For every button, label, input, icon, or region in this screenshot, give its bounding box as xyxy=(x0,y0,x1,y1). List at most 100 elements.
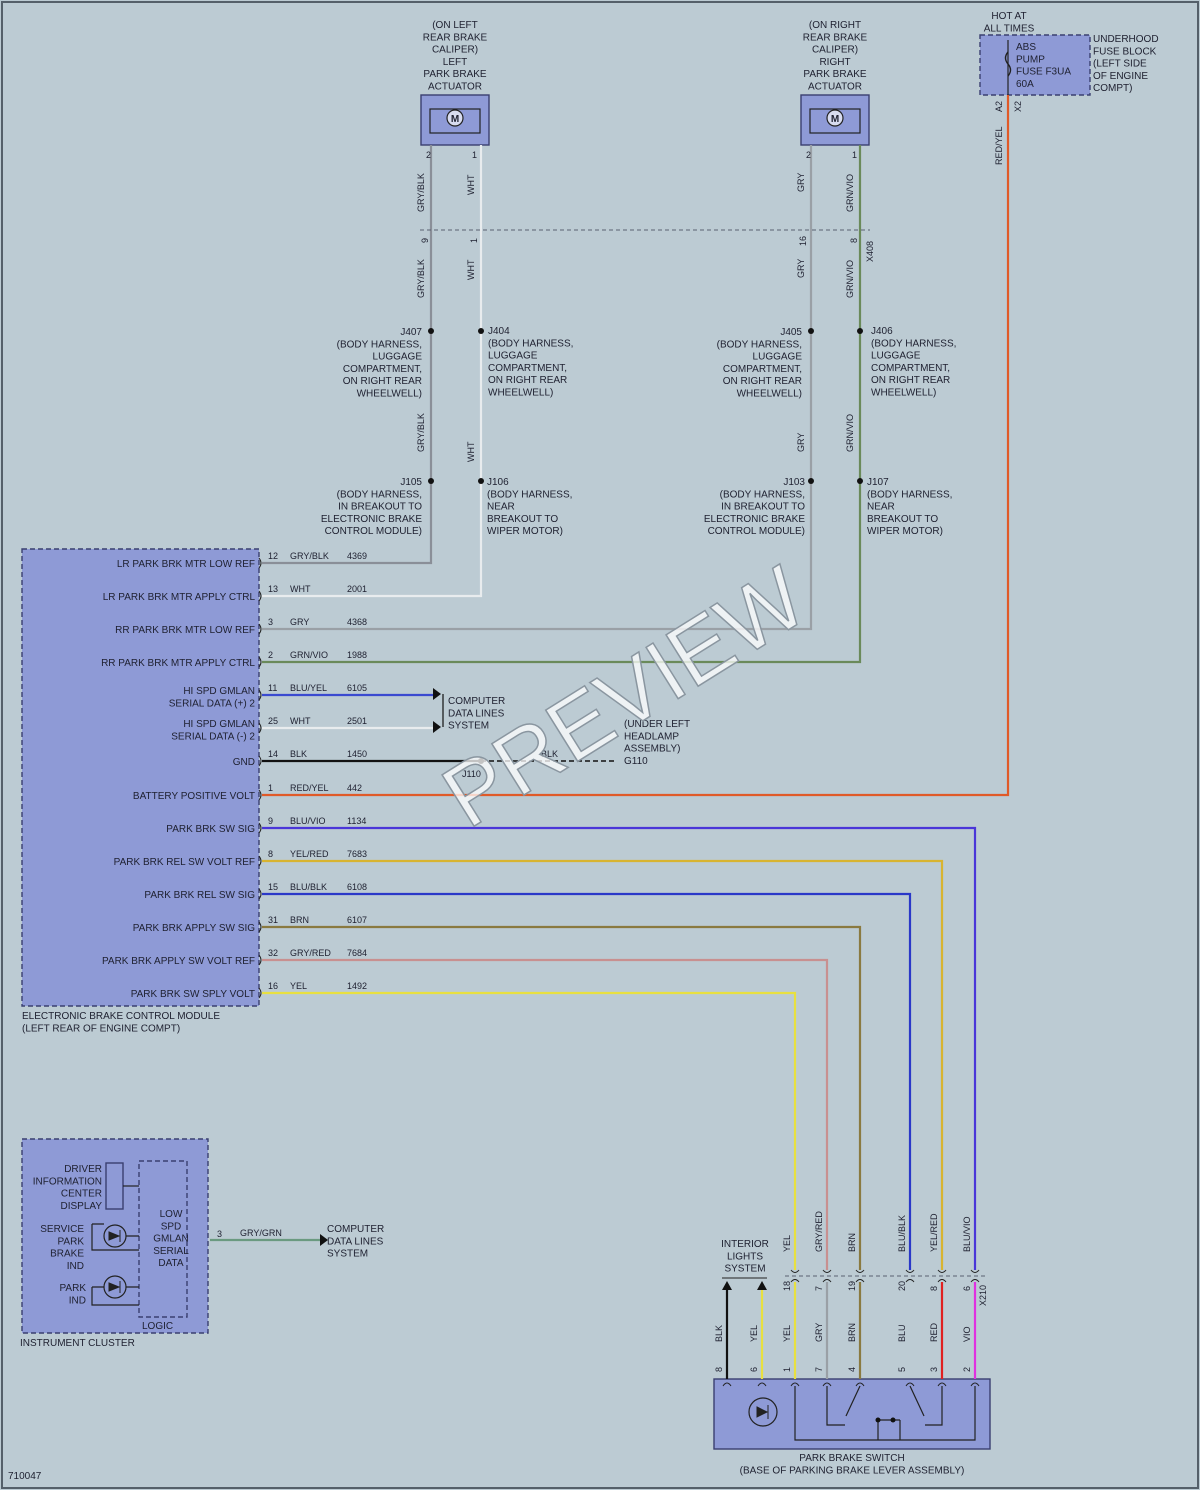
ebcm-row-label: BATTERY POSITIVE VOLT xyxy=(133,791,255,802)
label-line: REAR BRAKE xyxy=(423,32,488,43)
wire-yel-1492 xyxy=(262,991,797,1270)
wire-color-label: YEL xyxy=(749,1325,759,1342)
connector-bracket xyxy=(905,1269,915,1273)
ebcm-wire-color: GRY/RED xyxy=(290,948,331,958)
connector-bracket xyxy=(258,623,262,635)
label-line: CONTROL MODULE) xyxy=(708,526,805,537)
label-line: DATA LINES xyxy=(448,708,505,719)
label-line: RIGHT xyxy=(819,57,850,68)
label-line: PARK BRAKE SWITCH xyxy=(799,1453,904,1464)
label-line: SYSTEM xyxy=(724,1264,765,1275)
fuse-connector: X2 xyxy=(1013,101,1023,112)
connector-bracket xyxy=(722,1382,732,1387)
label-line: (BODY HARNESS, xyxy=(337,489,422,500)
pin-label: 5 xyxy=(897,1367,907,1372)
ebcm-row-label: RR PARK BRK MTR LOW REF xyxy=(115,625,255,636)
label-line: J107 xyxy=(867,477,889,488)
label-line: INFORMATION xyxy=(33,1176,102,1187)
ebcm-row-label: GND xyxy=(233,757,255,768)
ebcm-row-label: PARK BRK SW SIG xyxy=(166,824,255,835)
ebcm-wire-color: RED/YEL xyxy=(290,783,329,793)
label-line: WIPER MOTOR) xyxy=(487,526,563,537)
connector-bracket xyxy=(937,1269,947,1273)
ebcm-row-label: PARK BRK APPLY SW VOLT REF xyxy=(102,956,255,967)
arrow-icon xyxy=(320,1234,328,1246)
arrow-icon xyxy=(433,688,441,700)
ebcm-row-label: RR PARK BRK MTR APPLY CTRL xyxy=(101,658,255,669)
label-line: BREAKOUT TO xyxy=(867,514,938,525)
label-line: WHEELWELL) xyxy=(871,388,936,399)
wire-blu-blk xyxy=(262,892,912,1270)
pin-label: 8 xyxy=(714,1367,724,1372)
wire-wht xyxy=(262,145,483,598)
label-line: (BODY HARNESS, xyxy=(871,338,956,349)
pin-label: 2 xyxy=(962,1367,972,1372)
ebcm-pin: 15 xyxy=(268,882,278,892)
connector-bracket xyxy=(970,1269,980,1273)
label-line: DISPLAY xyxy=(61,1201,103,1212)
label-line: (BODY HARNESS, xyxy=(720,489,805,500)
logic-label: LOGIC xyxy=(142,1321,173,1332)
label-line: ON RIGHT REAR xyxy=(723,376,802,387)
label-line: HOT AT xyxy=(991,11,1026,22)
label-line: ACTUATOR xyxy=(428,82,482,93)
label-line: BREAKOUT TO xyxy=(487,514,558,525)
label-line: REAR BRAKE xyxy=(803,32,868,43)
label-line: DATA xyxy=(158,1258,184,1269)
label-line: DRIVER xyxy=(64,1164,102,1175)
ebcm-circuit: 6105 xyxy=(347,683,367,693)
label-line: WHEELWELL) xyxy=(488,388,553,399)
connector-bracket xyxy=(937,1382,947,1387)
ebcm-circuit: 4368 xyxy=(347,617,367,627)
connector-bracket xyxy=(855,1382,865,1387)
label-line: WHEELWELL) xyxy=(737,389,802,400)
fuse-box xyxy=(979,34,1091,96)
ebcm-title: ELECTRONIC BRAKE CONTROL MODULE(LEFT REA… xyxy=(22,1011,220,1034)
connector-bracket xyxy=(258,789,262,801)
connector-label: X210 xyxy=(978,1285,988,1306)
label-line: PARK BRAKE xyxy=(423,69,486,80)
wire-color-label: GRY xyxy=(796,259,806,278)
splice-j405 xyxy=(808,328,814,334)
wire-color-label: RED xyxy=(929,1322,939,1342)
pin-label: 1 xyxy=(782,1367,792,1372)
label-line: LEFT xyxy=(443,57,467,68)
ebcm-pin: 31 xyxy=(268,915,278,925)
label-line: NEAR xyxy=(867,502,895,513)
label-line: SERIAL DATA (+) 2 xyxy=(169,698,256,709)
label-line: CALIPER) xyxy=(812,45,858,56)
pin-label: 19 xyxy=(847,1281,857,1291)
label-line: (BASE OF PARKING BRAKE LEVER ASSEMBLY) xyxy=(740,1465,965,1476)
label-line: COMPARTMENT, xyxy=(488,363,567,374)
ebcm-wire-color: GRN/VIO xyxy=(290,650,328,660)
wire-brn xyxy=(262,925,862,1270)
wire-color-label: GRY/BLK xyxy=(416,413,426,452)
connector-bracket xyxy=(258,689,262,701)
label-line: (LEFT REAR OF ENGINE COMPT) xyxy=(22,1023,180,1034)
ebcm-pin: 13 xyxy=(268,584,278,594)
connector-bracket xyxy=(855,1269,865,1273)
ebcm-pin: 11 xyxy=(268,683,277,693)
label-line: WIPER MOTOR) xyxy=(867,526,943,537)
wire-color-label: YEL/RED xyxy=(929,1213,939,1252)
fuse-wire-color: RED/YEL xyxy=(994,126,1004,165)
ebcm-wire-color: YEL xyxy=(290,981,307,991)
wire-color-label: GRY/BLK xyxy=(416,173,426,212)
wire-color-label: WHT xyxy=(466,441,476,462)
ebcm-pin: 25 xyxy=(268,716,278,726)
connector-bracket xyxy=(258,656,262,668)
switch-wires: YEL18GRY/RED7BRN19BLU/BLK20YEL/RED8BLU/V… xyxy=(714,1211,980,1387)
wire-color-label: GRN/VIO xyxy=(845,260,855,298)
motor-symbol: M xyxy=(831,114,839,125)
ebcm-wire-color: BRN xyxy=(290,915,309,925)
